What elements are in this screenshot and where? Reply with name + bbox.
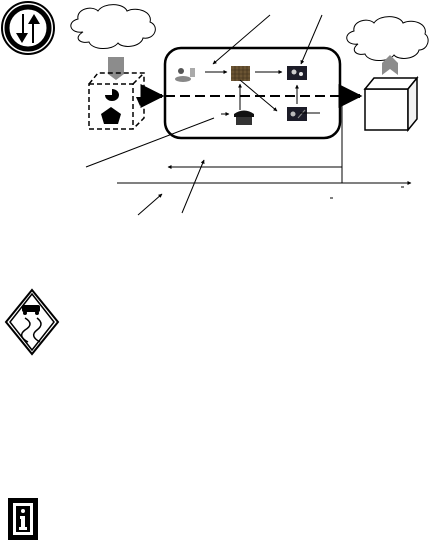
leader-line-center (181, 159, 205, 214)
leader-line-bottom (137, 193, 163, 216)
pie-icon (105, 89, 119, 101)
output-cloud-icon (346, 16, 429, 61)
person-at-desk-icon (175, 68, 195, 82)
slippery-road-sign-icon (4, 288, 60, 356)
fireworks-photo-icon (287, 66, 307, 80)
input-arrow-icon (108, 57, 124, 80)
output-arrow-icon (382, 55, 398, 75)
information-sign-icon (8, 498, 38, 540)
cube-icon (363, 75, 419, 133)
pentagon-icon (101, 107, 121, 124)
two-way-traffic-sign-icon (1, 1, 55, 55)
process-arrows (205, 70, 320, 116)
telephone-icon (234, 110, 254, 125)
pointer-line-right (300, 14, 323, 65)
timeline-arrows-icon (117, 100, 412, 199)
pointer-line-left (212, 14, 271, 65)
grid-screen-icon (231, 66, 250, 81)
source-cube-icon (88, 72, 145, 130)
night-photo-icon (287, 107, 307, 121)
input-cloud-icon (70, 4, 156, 49)
leader-line-left (85, 117, 215, 168)
process-box (163, 46, 342, 140)
